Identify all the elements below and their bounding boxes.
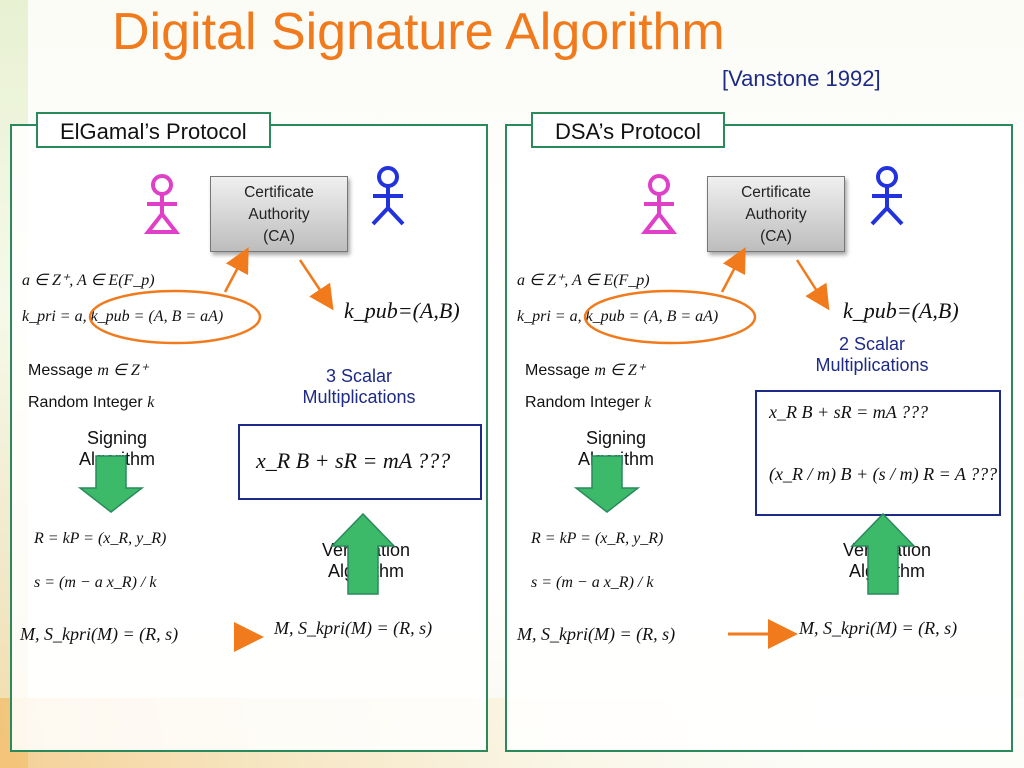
ca-line: Certificate <box>741 184 811 201</box>
r-equation: R = kP = (x_R, y_R) <box>531 530 664 547</box>
ca-line: (CA) <box>760 228 792 245</box>
signed-message-left: M, S_kpri(M) = (R, s) <box>517 624 676 644</box>
person-icon <box>143 174 181 234</box>
key-setup-line2: k_pri = a, k_pub = (A, B = aA) <box>22 308 224 325</box>
ca-line: Certificate <box>244 184 314 201</box>
elgamal-panel: ElGamal’s Protocol Certificate Authority… <box>10 112 488 752</box>
ca-line: (CA) <box>263 228 295 245</box>
ca-line: Authority <box>745 206 807 223</box>
public-key-label: k_pub=(A,B) <box>843 298 959 323</box>
r-equation: R = kP = (x_R, y_R) <box>34 530 167 547</box>
person-icon <box>870 166 904 226</box>
message-label: Message m ∈ Z⁺ <box>525 362 646 379</box>
ca-line: Authority <box>248 206 310 223</box>
public-key-label: k_pub=(A,B) <box>344 298 460 323</box>
key-setup-line1: a ∈ Z⁺, A ∈ E(F_p) <box>517 272 650 289</box>
slide-citation: [Vanstone 1992] <box>722 66 881 91</box>
s-equation: s = (m − a x_R) / k <box>34 574 157 591</box>
random-integer-label: Random Integer k <box>525 394 652 411</box>
signed-message-left: M, S_kpri(M) = (R, s) <box>20 624 179 644</box>
dsa-panel-label: DSA’s Protocol <box>531 112 725 148</box>
signed-message-right: M, S_kpri(M) = (R, s) <box>274 618 433 638</box>
signing-algorithm-label: Signing Algorithm <box>577 428 655 469</box>
scalar-multiplications-label: 3 Scalar Multiplications <box>302 366 416 407</box>
slide-title: Digital Signature Algorithm <box>112 3 725 61</box>
verification-algorithm-label: Verification Algorithm <box>842 540 932 581</box>
dsa-panel: DSA’s Protocol Certificate Authority (CA… <box>505 112 1013 752</box>
signing-algorithm-label: Signing Algorithm <box>78 428 156 469</box>
message-label: Message m ∈ Z⁺ <box>28 362 149 379</box>
scalar-multiplications-label: 2 Scalar Multiplications <box>815 334 929 375</box>
signed-message-right: M, S_kpri(M) = (R, s) <box>799 618 958 638</box>
elgamal-panel-label: ElGamal’s Protocol <box>36 112 271 148</box>
certificate-authority-box: Certificate Authority (CA) <box>210 176 348 252</box>
random-integer-label: Random Integer k <box>28 394 155 411</box>
certificate-authority-box: Certificate Authority (CA) <box>707 176 845 252</box>
verification-algorithm-label: Verification Algorithm <box>321 540 411 581</box>
person-icon <box>640 174 678 234</box>
verification-equation-2: (x_R / m) B + (s / m) R = A ??? <box>769 464 998 484</box>
verification-equation: x_R B + sR = mA ??? <box>256 448 451 473</box>
person-icon <box>371 166 405 226</box>
key-setup-line1: a ∈ Z⁺, A ∈ E(F_p) <box>22 272 155 289</box>
s-equation: s = (m − a x_R) / k <box>531 574 654 591</box>
verification-equation-1: x_R B + sR = mA ??? <box>769 402 928 422</box>
verification-equation-box: x_R B + sR = mA ??? <box>238 424 482 500</box>
verification-equation-box: x_R B + sR = mA ??? (x_R / m) B + (s / m… <box>755 390 1001 516</box>
key-setup-line2: k_pri = a, k_pub = (A, B = aA) <box>517 308 719 325</box>
